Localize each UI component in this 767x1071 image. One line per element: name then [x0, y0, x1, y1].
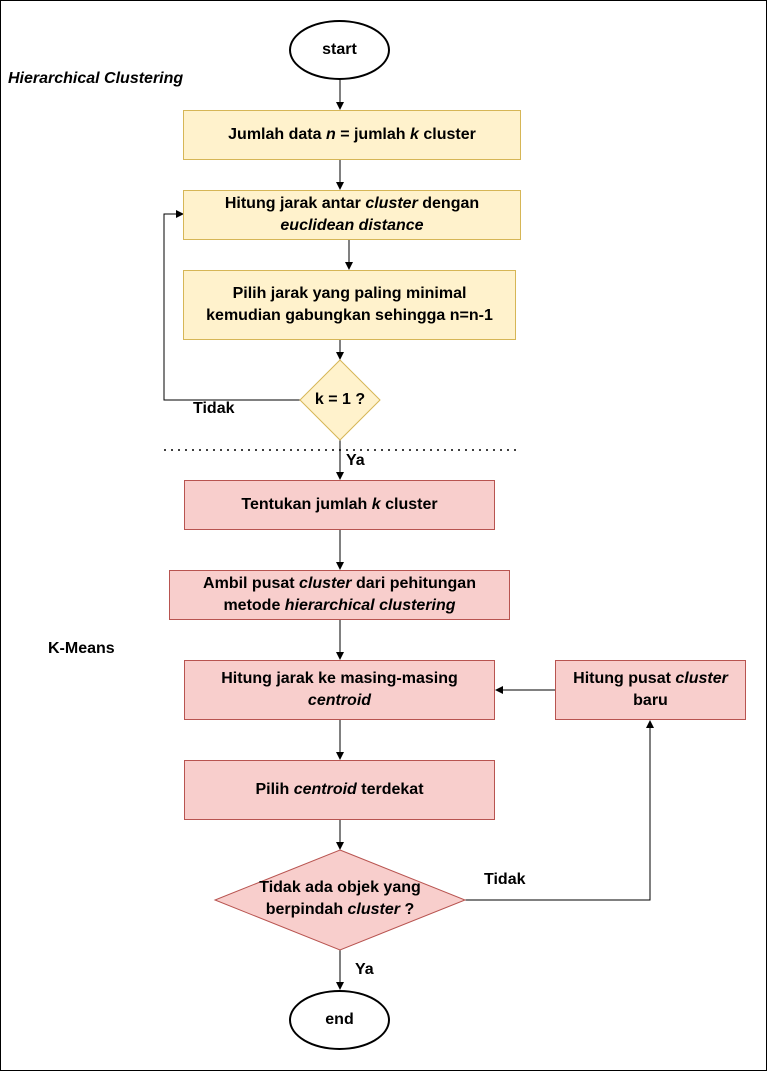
decision-no-moving-object-label: Tidak ada objek yang berpindah cluster ? — [259, 879, 421, 918]
section-label-kmeans: K-Means — [48, 640, 115, 657]
edge-d2-side — [465, 720, 654, 901]
step-nearest-centroid: Pilih centroid terdekat — [184, 760, 495, 820]
edge-label-d1-yes: Ya — [346, 452, 365, 469]
decision-k-equals-1-label: k = 1 ? — [314, 391, 366, 408]
step-euclidean-distance: Hitung jarak antar cluster dengan euclid… — [183, 190, 521, 240]
step-distance-to-centroid: Hitung jarak ke masing-masing centroid — [184, 660, 495, 720]
section-label-hierarchical: Hierarchical Clustering — [8, 70, 184, 87]
step-merge-minimum: Pilih jarak yang paling minimal kemudian… — [183, 270, 516, 340]
edge-label-d1-no: Tidak — [193, 400, 235, 417]
end-terminator: end — [289, 990, 390, 1050]
step-take-centers: Ambil pusat cluster dari pehitungan meto… — [169, 570, 510, 620]
start-terminator: start — [289, 20, 390, 80]
edge-d1-loop — [163, 210, 300, 401]
step-new-cluster-center: Hitung pusat cluster baru — [555, 660, 746, 720]
edge-label-d2-no: Tidak — [484, 871, 526, 888]
decision-no-moving-object — [213, 849, 467, 951]
step-initial-clusters-text: Jumlah data n = jumlah k cluster — [228, 126, 476, 143]
start-label: start — [322, 41, 357, 58]
step-set-k: Tentukan jumlah k cluster — [184, 480, 495, 530]
edge-label-d2-yes: Ya — [355, 961, 374, 978]
end-label: end — [325, 1011, 354, 1028]
decision-k-equals-1 — [299, 359, 381, 441]
step-take-centers-text: Ambil pusat cluster dari pehitungan meto… — [203, 575, 476, 614]
step-euclidean-distance-text: Hitung jarak antar cluster dengan euclid… — [224, 195, 480, 234]
step-set-k-text: Tentukan jumlah k cluster — [241, 496, 438, 513]
step-initial-clusters: Jumlah data n = jumlah k cluster — [183, 110, 521, 160]
step-nearest-centroid-text: Pilih centroid terdekat — [255, 781, 424, 798]
step-distance-to-centroid-text: Hitung jarak ke masing-masing centroid — [221, 670, 458, 709]
step-merge-minimum-text: Pilih jarak yang paling minimal kemudian… — [206, 285, 493, 324]
step-new-cluster-center-text: Hitung pusat cluster baru — [573, 670, 728, 709]
